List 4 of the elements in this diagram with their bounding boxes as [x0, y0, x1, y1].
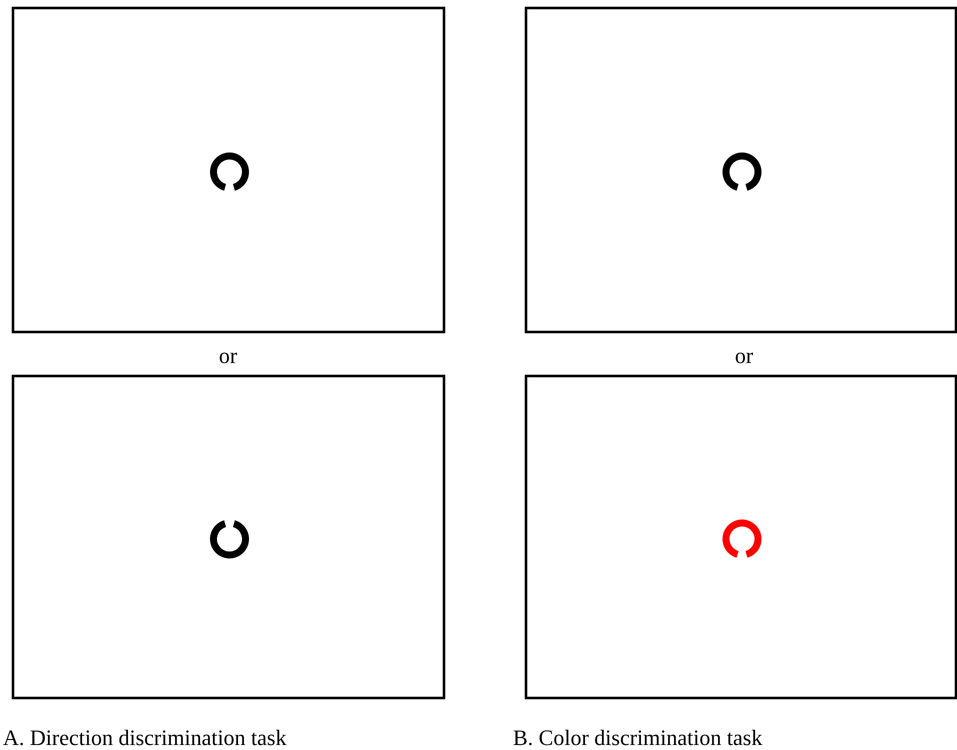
panel-caption: B. Color discrimination task — [513, 727, 762, 749]
separator-text: or — [734, 345, 754, 367]
panel-caption: A. Direction discrimination task — [3, 727, 286, 749]
separator-text: or — [218, 345, 238, 367]
